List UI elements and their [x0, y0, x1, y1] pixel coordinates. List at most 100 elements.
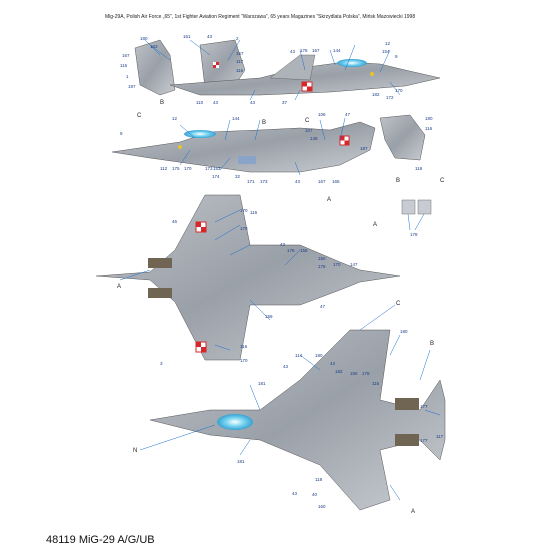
svg-text:144: 144 — [333, 48, 341, 53]
svg-text:159: 159 — [265, 314, 273, 319]
svg-text:165: 165 — [332, 179, 340, 184]
svg-text:177: 177 — [420, 438, 428, 443]
svg-text:9: 9 — [120, 131, 123, 136]
svg-text:C: C — [137, 113, 142, 119]
svg-text:147: 147 — [350, 262, 358, 267]
svg-text:43: 43 — [292, 491, 298, 496]
svg-text:178: 178 — [410, 232, 418, 237]
svg-text:43: 43 — [330, 361, 336, 366]
svg-text:197: 197 — [128, 84, 136, 89]
svg-text:116: 116 — [425, 126, 433, 131]
svg-text:43: 43 — [213, 100, 219, 105]
svg-text:153: 153 — [213, 166, 221, 171]
svg-text:175: 175 — [172, 166, 180, 171]
svg-text:181: 181 — [237, 459, 245, 464]
svg-text:43: 43 — [280, 242, 286, 247]
svg-text:40: 40 — [312, 492, 318, 497]
svg-text:116: 116 — [120, 63, 128, 68]
svg-text:A: A — [411, 509, 415, 515]
svg-text:43: 43 — [295, 179, 301, 184]
svg-text:173: 173 — [205, 166, 213, 171]
svg-text:172: 172 — [386, 95, 394, 100]
svg-text:117: 117 — [436, 434, 444, 439]
svg-text:118: 118 — [315, 477, 323, 482]
svg-text:C: C — [305, 118, 310, 124]
product-code: 48119 MiG-29 A/G/UB — [46, 534, 155, 546]
svg-text:9: 9 — [395, 54, 398, 59]
svg-text:178: 178 — [362, 371, 370, 376]
svg-text:117: 117 — [236, 59, 244, 64]
svg-text:1: 1 — [126, 74, 129, 79]
svg-text:116: 116 — [250, 210, 258, 215]
svg-text:163: 163 — [150, 44, 158, 49]
svg-text:182: 182 — [372, 92, 380, 97]
svg-text:B: B — [430, 341, 434, 347]
svg-text:A: A — [117, 284, 121, 290]
svg-text:170: 170 — [240, 226, 248, 231]
svg-text:107: 107 — [305, 128, 313, 133]
svg-text:37: 37 — [282, 100, 288, 105]
svg-text:A: A — [327, 197, 331, 203]
svg-text:43: 43 — [250, 100, 256, 105]
svg-text:47: 47 — [320, 304, 326, 309]
svg-text:180: 180 — [315, 353, 323, 358]
svg-text:170: 170 — [333, 262, 341, 267]
svg-text:180: 180 — [425, 116, 433, 121]
svg-text:167: 167 — [122, 53, 130, 58]
svg-text:180: 180 — [400, 329, 408, 334]
svg-text:B: B — [262, 120, 266, 126]
svg-text:12: 12 — [172, 116, 178, 121]
svg-text:43: 43 — [290, 49, 296, 54]
svg-text:161: 161 — [183, 34, 191, 39]
svg-text:46: 46 — [172, 219, 178, 224]
svg-text:114: 114 — [295, 353, 303, 358]
svg-text:178: 178 — [318, 264, 326, 269]
svg-text:167: 167 — [312, 48, 320, 53]
svg-text:110: 110 — [196, 100, 204, 105]
svg-text:150: 150 — [318, 256, 326, 261]
svg-text:154: 154 — [382, 49, 390, 54]
svg-text:150: 150 — [350, 371, 358, 376]
svg-text:167: 167 — [318, 179, 326, 184]
svg-text:167: 167 — [236, 51, 244, 56]
svg-text:12: 12 — [385, 41, 391, 46]
svg-text:187: 187 — [360, 146, 368, 151]
svg-text:112: 112 — [160, 166, 168, 171]
svg-text:116: 116 — [236, 68, 244, 73]
svg-text:182: 182 — [335, 369, 343, 374]
svg-text:156: 156 — [300, 248, 308, 253]
svg-text:32: 32 — [235, 174, 241, 179]
svg-text:181: 181 — [258, 381, 266, 386]
svg-text:170: 170 — [184, 166, 192, 171]
svg-text:116: 116 — [372, 381, 380, 386]
svg-text:106: 106 — [318, 112, 326, 117]
svg-text:170: 170 — [240, 208, 248, 213]
svg-text:144: 144 — [232, 116, 240, 121]
caption: Mig-29A, Polish Air Force „65”, 1st Figh… — [105, 14, 416, 20]
svg-text:N: N — [133, 448, 137, 454]
nozzle-detail: A 178 — [373, 199, 432, 237]
svg-text:177: 177 — [420, 404, 428, 409]
svg-text:176: 176 — [287, 248, 295, 253]
svg-text:43: 43 — [207, 34, 213, 39]
svg-text:149: 149 — [310, 136, 318, 141]
svg-text:174: 174 — [212, 174, 220, 179]
svg-text:C: C — [396, 301, 401, 307]
svg-text:160: 160 — [318, 504, 326, 509]
svg-text:B: B — [396, 178, 400, 184]
svg-text:2: 2 — [236, 36, 239, 41]
svg-text:B: B — [160, 100, 164, 106]
svg-text:171: 171 — [247, 179, 255, 184]
svg-text:43: 43 — [283, 364, 289, 369]
svg-text:C: C — [440, 178, 445, 184]
svg-text:180: 180 — [140, 36, 148, 41]
svg-text:173: 173 — [260, 179, 268, 184]
svg-text:170: 170 — [240, 358, 248, 363]
svg-text:47: 47 — [345, 112, 351, 117]
svg-text:116: 116 — [240, 344, 248, 349]
svg-text:A: A — [373, 222, 377, 228]
